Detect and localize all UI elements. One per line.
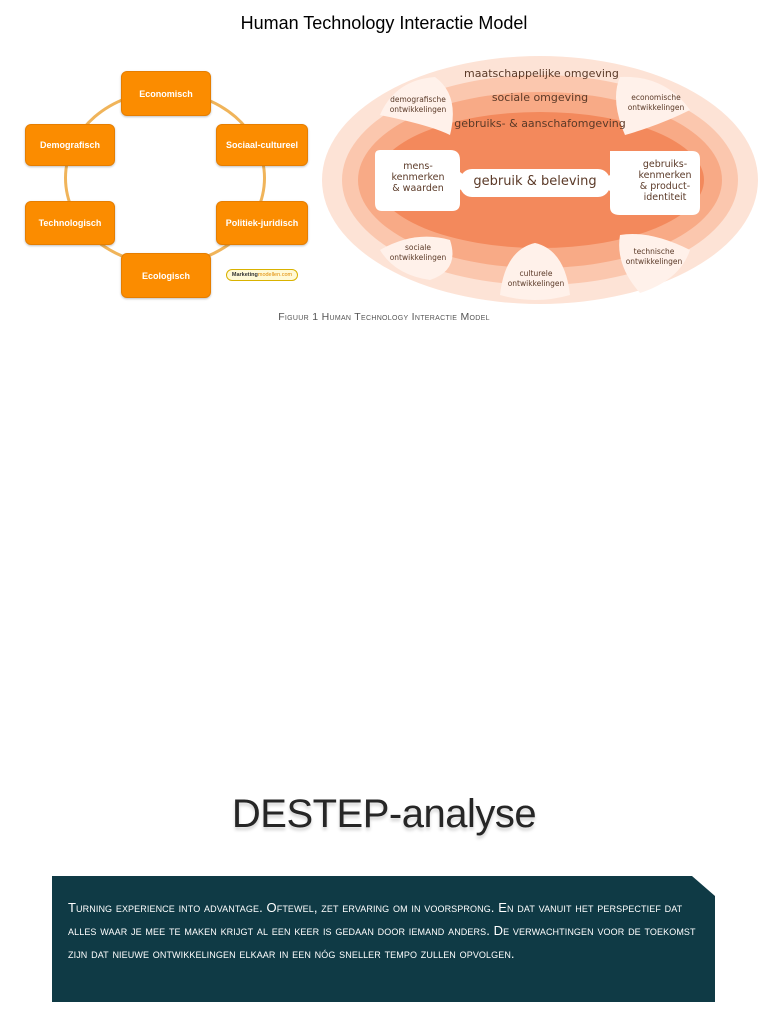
bubble-economisch bbox=[616, 76, 690, 135]
development-sociale: sociale ontwikkelingen bbox=[389, 243, 447, 262]
factor-economisch: Economisch bbox=[121, 71, 211, 116]
caption-text: Human Technology Interactie Model bbox=[321, 311, 490, 323]
quote-box: Turning experience into advantage. Oftew… bbox=[52, 876, 715, 1002]
hti-ellipses bbox=[322, 56, 758, 304]
development-culturele: culturele ontwikkelingen bbox=[507, 269, 565, 288]
factor-demografisch: Demografisch bbox=[25, 124, 115, 166]
development-economische: economische ontwikkelingen bbox=[627, 93, 685, 112]
factor-ecologisch: Ecologisch bbox=[121, 253, 211, 298]
bubble-cultureel bbox=[500, 243, 570, 300]
caption-prefix: Figuur 1 bbox=[278, 311, 319, 323]
center-bar bbox=[460, 169, 610, 197]
development-demografische: demografische ontwikkelingen bbox=[389, 95, 447, 114]
middle-ring-label: sociale omgeving bbox=[491, 91, 589, 104]
factor-sociaal-cultureel: Sociaal-cultureel bbox=[216, 124, 308, 166]
outer-ring-label: maatschappelijke omgeving bbox=[464, 67, 619, 80]
quote-text: Turning experience into advantage. Oftew… bbox=[68, 900, 696, 961]
development-technische: technische ontwikkelingen bbox=[625, 247, 683, 266]
left-box-shape bbox=[375, 150, 472, 211]
figure-caption: Figuur 1 Human Technology Interactie Mod… bbox=[0, 311, 768, 323]
hti-diagram: maatschappelijke omgeving sociale omgevi… bbox=[320, 55, 760, 310]
factor-technologisch: Technologisch bbox=[25, 201, 115, 245]
right-box-shape bbox=[598, 151, 700, 215]
center-label: gebruik & beleving bbox=[473, 174, 597, 189]
left-box-label: mens- kenmerken & waarden bbox=[391, 161, 445, 194]
factor-politiek-juridisch: Politiek-juridisch bbox=[216, 201, 308, 245]
bubble-sociaal bbox=[380, 236, 453, 280]
document-title: Human Technology Interactie Model bbox=[240, 13, 528, 33]
right-box-label: gebruiks- kenmerken & product- identitei… bbox=[638, 159, 692, 203]
inner-ring-label: gebruiks- & aanschafomgeving bbox=[454, 117, 626, 130]
bubble-technisch bbox=[619, 234, 690, 293]
bubble-demografisch bbox=[380, 77, 453, 135]
section-title: DESTEP-analyse bbox=[231, 792, 537, 836]
marketingmodellen-logo: Marketingmodellen.com bbox=[226, 269, 298, 281]
